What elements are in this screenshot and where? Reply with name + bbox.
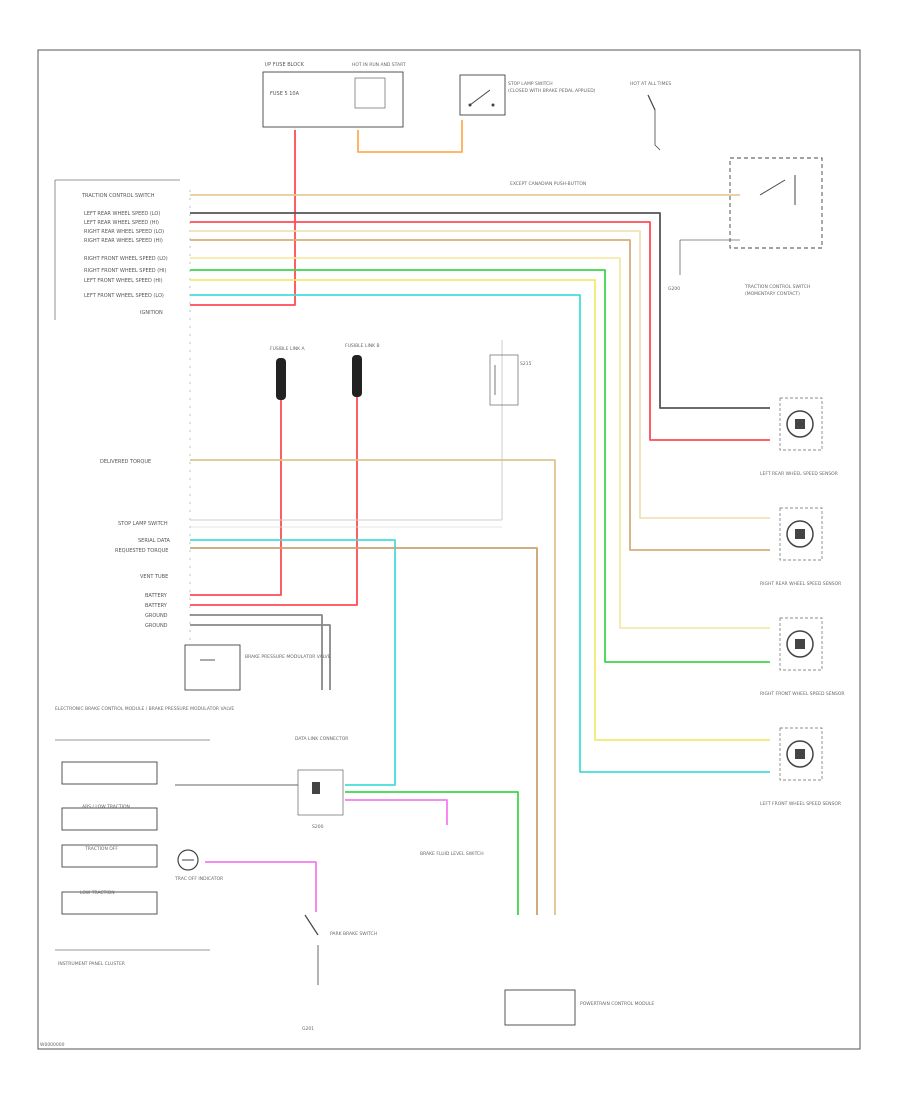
svg-text:LEFT REAR WHEEL SPEED (LO): LEFT REAR WHEEL SPEED (LO): [84, 211, 160, 217]
svg-text:G201: G201: [302, 1026, 314, 1032]
stop-lamp-switch-label: STOP LAMP SWITCH: [508, 81, 553, 87]
wires: [175, 120, 770, 915]
svg-text:RIGHT FRONT WHEEL SPEED (HI): RIGHT FRONT WHEEL SPEED (HI): [84, 268, 166, 274]
svg-text:REQUESTED TORQUE: REQUESTED TORQUE: [115, 548, 168, 554]
svg-text:RIGHT REAR WHEEL SPEED (HI): RIGHT REAR WHEEL SPEED (HI): [84, 238, 163, 244]
wire-red-ignition: [190, 130, 296, 306]
svg-text:RIGHT FRONT WHEEL SPEED (LO): RIGHT FRONT WHEEL SPEED (LO): [84, 256, 168, 262]
traction-switch-note: (MOMENTARY CONTACT): [745, 291, 800, 297]
brake-modulator-box: BRAKE PRESSURE MODULATOR VALVE: [184, 644, 331, 691]
wire-magenta-dlc: [345, 799, 448, 825]
wheel-speed-sensor-rf: RIGHT FRONT WHEEL SPEED SENSOR: [760, 617, 845, 697]
svg-text:LEFT REAR WHEEL SPEED SENSOR: LEFT REAR WHEEL SPEED SENSOR: [760, 471, 838, 477]
svg-text:FUSIBLE LINK A: FUSIBLE LINK A: [270, 346, 306, 352]
fuse-block: I/P FUSE BLOCK FUSE 5 10A HOT IN RUN AND…: [262, 62, 406, 128]
traction-switch-label: TRACTION CONTROL SWITCH: [744, 284, 810, 290]
hot-at-all-times: HOT AT ALL TIMES: [630, 81, 671, 151]
stop-lamp-switch: STOP LAMP SWITCH (CLOSED WITH BRAKE PEDA…: [459, 74, 596, 187]
traction-ground-label: G200: [668, 286, 680, 292]
wire-rf-hi: [190, 269, 770, 663]
svg-text:DELIVERED TORQUE: DELIVERED TORQUE: [100, 459, 151, 465]
cluster-title: INSTRUMENT PANEL CLUSTER: [58, 961, 125, 967]
wire-lf-lo: [190, 294, 770, 773]
svg-text:BATTERY: BATTERY: [145, 603, 168, 609]
wheel-speed-sensor-lr: LEFT REAR WHEEL SPEED SENSOR: [760, 397, 838, 477]
instrument-panel-cluster: ELECTRONIC BRAKE CONTROL MODULE / BRAKE …: [55, 706, 234, 967]
svg-text:ABS / LOW TRACTION: ABS / LOW TRACTION: [82, 804, 130, 810]
middle-dashed-component: S215: [489, 340, 532, 520]
wire-orange: [357, 120, 463, 153]
wire-ground-2: [190, 624, 331, 690]
wire-battery-2: [190, 397, 358, 606]
ebcm-left-labels: TRACTION CONTROL SWITCH LEFT REAR WHEEL …: [81, 193, 171, 629]
svg-text:BRAKE PRESSURE MODULATOR VALVE: BRAKE PRESSURE MODULATOR VALVE: [245, 654, 331, 660]
fuse-block-label: I/P FUSE BLOCK: [265, 62, 305, 68]
figure-code: W0000000: [40, 1042, 65, 1048]
wire-lr-lo: [190, 212, 770, 409]
svg-text:VENT TUBE: VENT TUBE: [140, 574, 168, 580]
svg-text:S200: S200: [312, 824, 324, 830]
svg-text:TRAC OFF INDICATOR: TRAC OFF INDICATOR: [174, 876, 223, 882]
svg-text:TRACTION OFF: TRACTION OFF: [84, 846, 118, 852]
svg-text:BATTERY: BATTERY: [145, 593, 168, 599]
svg-text:IGNITION: IGNITION: [140, 310, 163, 316]
svg-text:RIGHT REAR WHEEL SPEED (LO): RIGHT REAR WHEEL SPEED (LO): [84, 229, 164, 235]
fuse-label: FUSE 5 10A: [270, 91, 300, 97]
junction-label: HOT IN RUN AND START: [352, 62, 406, 68]
svg-text:LEFT FRONT WHEEL SPEED (HI): LEFT FRONT WHEEL SPEED (HI): [84, 278, 163, 284]
svg-text:SERIAL DATA: SERIAL DATA: [138, 538, 171, 544]
label-traction-switch: TRACTION CONTROL SWITCH: [81, 193, 155, 199]
wire-rf-lo: [190, 257, 770, 629]
svg-text:GROUND: GROUND: [145, 613, 168, 619]
wire-battery-1: [190, 400, 282, 596]
svg-text:DATA LINK CONNECTOR: DATA LINK CONNECTOR: [295, 736, 348, 742]
dlc-splice: S200 DATA LINK CONNECTOR BRAKE FLUID LEV…: [295, 736, 484, 857]
svg-text:FUSIBLE LINK B: FUSIBLE LINK B: [345, 343, 380, 349]
wire-rr-lo: [190, 230, 770, 519]
svg-text:PARK BRAKE SWITCH: PARK BRAKE SWITCH: [330, 931, 377, 937]
wire-serial-data: [190, 539, 396, 786]
svg-text:LEFT FRONT WHEEL SPEED (LO): LEFT FRONT WHEEL SPEED (LO): [84, 293, 164, 299]
svg-text:LEFT REAR WHEEL SPEED (HI): LEFT REAR WHEEL SPEED (HI): [84, 220, 159, 226]
wheel-speed-sensor-rr: RIGHT REAR WHEEL SPEED SENSOR: [760, 507, 841, 587]
wire-delivered-torque: [190, 459, 556, 915]
stop-lamp-switch-note: (CLOSED WITH BRAKE PEDAL APPLIED): [508, 88, 596, 94]
powertrain-control-module: POWERTRAIN CONTROL MODULE: [504, 989, 654, 1026]
wire-ground-1: [190, 614, 323, 690]
wire-magenta-park: [205, 861, 317, 912]
auto-trans-note: EXCEPT CANADIAN PUSH-BUTTON: [510, 181, 586, 187]
svg-text:S215: S215: [520, 361, 532, 367]
svg-text:ELECTRONIC BRAKE CONTROL MODUL: ELECTRONIC BRAKE CONTROL MODULE / BRAKE …: [55, 706, 234, 712]
svg-text:HOT AT ALL TIMES: HOT AT ALL TIMES: [630, 81, 671, 87]
wire-lr-hi: [190, 221, 770, 441]
wire-requested-torque: [190, 547, 538, 915]
wire-lf-hi: [190, 279, 770, 741]
fusible-link-a: FUSIBLE LINK A: [270, 346, 306, 400]
traction-control-switch: TRACTION CONTROL SWITCH (MOMENTARY CONTA…: [668, 157, 823, 297]
svg-text:BRAKE FLUID LEVEL SWITCH: BRAKE FLUID LEVEL SWITCH: [420, 851, 484, 857]
svg-text:LOW TRACTION: LOW TRACTION: [80, 890, 115, 896]
fusible-link-b: FUSIBLE LINK B: [345, 343, 380, 397]
svg-text:POWERTRAIN CONTROL MODULE: POWERTRAIN CONTROL MODULE: [580, 1001, 654, 1007]
wire-rr-hi: [190, 239, 770, 551]
wire-green-pcm: [345, 791, 519, 915]
svg-text:RIGHT REAR WHEEL SPEED SENSOR: RIGHT REAR WHEEL SPEED SENSOR: [760, 581, 841, 587]
svg-text:LEFT FRONT WHEEL SPEED SENSOR: LEFT FRONT WHEEL SPEED SENSOR: [760, 801, 841, 807]
diagram-frame: [37, 49, 861, 1050]
svg-text:RIGHT FRONT WHEEL SPEED SENSOR: RIGHT FRONT WHEEL SPEED SENSOR: [760, 691, 845, 697]
svg-text:GROUND: GROUND: [145, 623, 168, 629]
wheel-speed-sensor-lf: LEFT FRONT WHEEL SPEED SENSOR: [760, 727, 841, 807]
park-brake-switch: PARK BRAKE SWITCH G201: [302, 914, 377, 1032]
svg-text:STOP LAMP SWITCH: STOP LAMP SWITCH: [118, 521, 168, 527]
